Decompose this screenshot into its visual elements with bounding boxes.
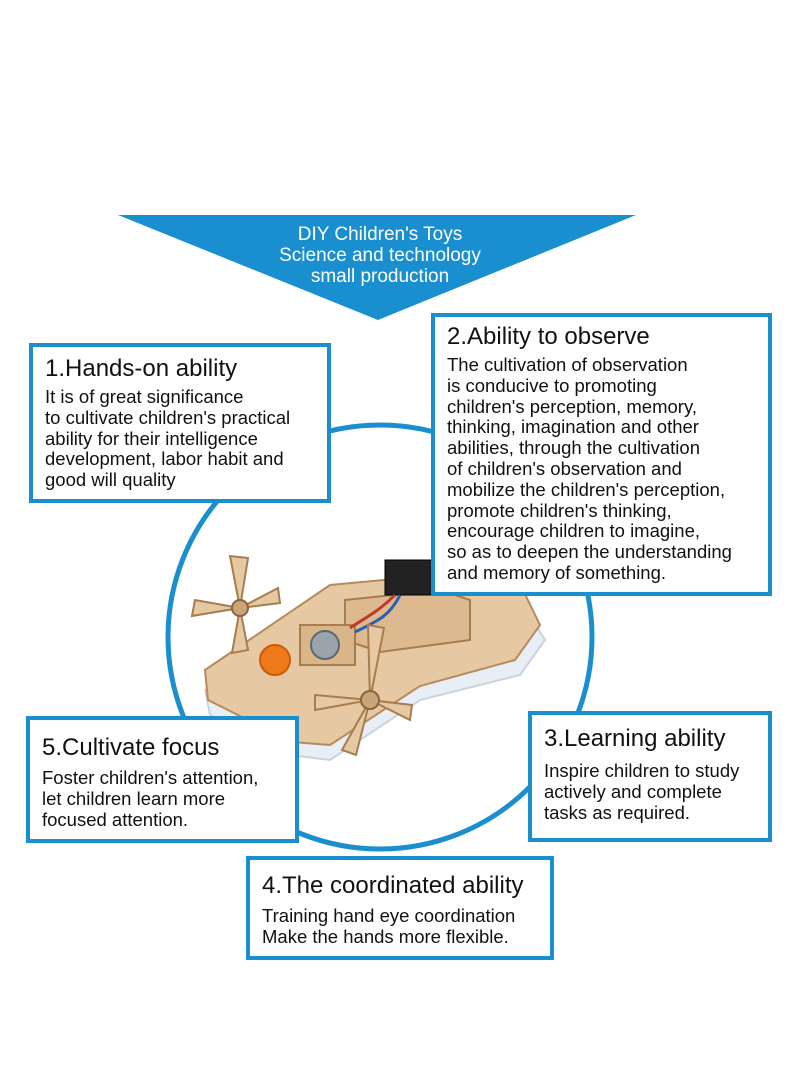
card-text: focused attention. — [42, 808, 189, 830]
card-text: so as to deepen the understanding — [447, 541, 732, 563]
card-learning-ability: 3.Learning ability Inspire children to s… — [528, 711, 772, 842]
card-coordinated-ability: 4.The coordinated ability Training hand … — [246, 856, 554, 960]
card-text: to cultivate children's practical — [45, 406, 291, 428]
card-text: children's perception, memory, — [447, 395, 697, 417]
card-title: 3.Learning ability — [544, 725, 726, 752]
card-text: encourage children to imagine, — [447, 520, 700, 542]
card-text: promote children's thinking, — [447, 499, 672, 521]
card-text: actively and complete — [544, 780, 722, 802]
card-text: It is of great significance — [45, 386, 244, 407]
card-hands-on-ability: 1.Hands-on ability It is of great signif… — [29, 343, 331, 503]
motor — [310, 630, 340, 660]
card-text: thinking, imagination and other — [447, 416, 699, 438]
card-title: 5.Cultivate focus — [42, 734, 220, 761]
card-text: good will quality — [45, 469, 176, 491]
card-cultivate-focus: 5.Cultivate focus Foster children's atte… — [26, 716, 299, 843]
card-text: abilities, through the cultivation — [447, 437, 700, 459]
wires — [349, 593, 397, 630]
card-text: The cultivation of observation — [447, 354, 688, 375]
card-text: mobilize the children's perception, — [447, 478, 726, 500]
card-text: development, labor habit and — [45, 448, 284, 470]
wooden-cabin — [344, 588, 471, 654]
card-text: of children's observation and — [447, 457, 682, 479]
card-title: 1.Hands-on ability — [45, 355, 238, 382]
left-paddle-wheel — [190, 554, 282, 655]
right-paddle-wheel — [314, 623, 414, 757]
card-text: Foster children's attention, — [42, 767, 259, 788]
card-title: 2.Ability to observe — [447, 323, 650, 350]
card-text: Inspire children to study — [544, 760, 740, 781]
banner-line: DIY Children's Toys — [297, 224, 463, 245]
card-text: Make the hands more flexible. — [262, 925, 509, 947]
orange-gear — [259, 644, 291, 676]
card-text: tasks as required. — [544, 801, 691, 823]
banner-title: DIY Children's Toys Science and technolo… — [230, 224, 530, 287]
card-title: 4.The coordinated ability — [262, 872, 524, 899]
card-text: and memory of something. — [447, 561, 667, 583]
banner-line: Science and technology — [279, 245, 481, 266]
card-text: Training hand eye coordination — [262, 905, 516, 926]
card-text: ability for their intelligence — [45, 427, 258, 449]
card-text: let children learn more — [42, 787, 226, 809]
card-text: is conducive to promoting — [447, 374, 657, 396]
banner-line: small production — [310, 266, 450, 287]
battery-box — [384, 559, 436, 596]
card-ability-to-observe: 2.Ability to observe The cultivation of … — [431, 313, 772, 596]
